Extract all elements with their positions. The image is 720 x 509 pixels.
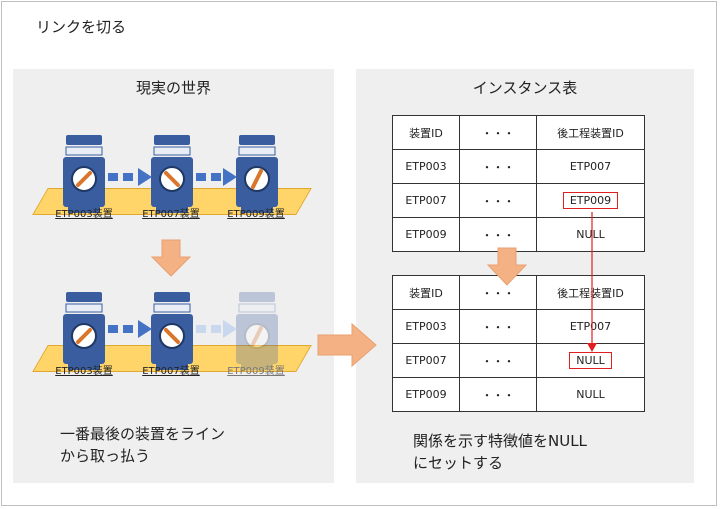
- real-world-panel: 現実の世界: [13, 69, 334, 483]
- cell-next-device-id: ETP009: [536, 183, 645, 218]
- cell-device-id: ETP009: [392, 377, 460, 412]
- broken-link-arrow: [196, 325, 225, 333]
- device-etp003-icon: [63, 135, 105, 213]
- header-device-id: 装置ID: [392, 275, 460, 310]
- header-ellipsis: ・・・: [459, 115, 537, 150]
- real-world-caption: 一番最後の装置をライン から取っ払う: [60, 423, 225, 467]
- highlighted-value: ETP009: [562, 192, 619, 209]
- cell-device-id: ETP003: [392, 309, 460, 344]
- link-arrow-1-head: [138, 168, 152, 186]
- real-world-caption-line2: から取っ払う: [60, 447, 151, 465]
- instance-table-before: 装置ID ・・・ 後工程装置ID ETP003 ・・・ ETP007 ETP00…: [392, 115, 645, 252]
- cell-ellipsis: ・・・: [459, 309, 537, 344]
- header-device-id: 装置ID: [392, 115, 460, 150]
- cell-ellipsis: ・・・: [459, 149, 537, 184]
- link-arrow-2-head: [223, 168, 237, 186]
- real-world-title: 現実の世界: [135, 79, 211, 97]
- device-label-top-2: ETP007装置: [142, 209, 200, 220]
- cell-next-device-id: ETP007: [536, 149, 645, 184]
- cell-device-id: ETP009: [392, 217, 460, 252]
- broken-link-arrow-head: [223, 320, 237, 338]
- instance-caption-line2: にセットする: [413, 454, 504, 472]
- device-label-bottom-3: ETP009装置: [227, 366, 285, 377]
- instance-table-title: インスタンス表: [472, 79, 578, 97]
- table-row: ETP003 ・・・ ETP007: [392, 149, 645, 184]
- cell-device-id: ETP007: [392, 343, 460, 378]
- instance-caption-line1: 関係を示す特徴値をNULL: [413, 432, 587, 450]
- device-etp003-icon: [63, 292, 105, 370]
- cell-next-device-id: NULL: [536, 343, 645, 378]
- table-row: ETP007 ・・・ NULL: [392, 343, 645, 378]
- link-arrow-3: [108, 325, 140, 333]
- table-row: ETP009 ・・・ NULL: [392, 377, 645, 412]
- cell-device-id: ETP003: [392, 149, 460, 184]
- cell-ellipsis: ・・・: [459, 343, 537, 378]
- device-label-bottom-2: ETP007装置: [142, 366, 200, 377]
- link-arrow-1: [108, 173, 140, 181]
- removed-device-etp009-icon: [236, 292, 278, 370]
- link-arrow-2: [196, 173, 225, 181]
- device-etp007-icon: [151, 135, 193, 213]
- table-row: ETP009 ・・・ NULL: [392, 217, 645, 252]
- highlighted-value: NULL: [569, 352, 612, 369]
- diagram-title: リンクを切る: [36, 18, 127, 36]
- device-label-bottom-1: ETP003装置: [55, 366, 113, 377]
- cell-ellipsis: ・・・: [459, 183, 537, 218]
- table-row: ETP007 ・・・ ETP009: [392, 183, 645, 218]
- instance-table-after: 装置ID ・・・ 後工程装置ID ETP003 ・・・ ETP007 ETP00…: [392, 275, 645, 412]
- table-header-row: 装置ID ・・・ 後工程装置ID: [392, 115, 645, 150]
- header-next-device-id: 後工程装置ID: [536, 115, 645, 150]
- cell-next-device-id: NULL: [536, 217, 645, 252]
- instance-caption: 関係を示す特徴値をNULL にセットする: [413, 430, 587, 474]
- cell-ellipsis: ・・・: [459, 217, 537, 252]
- device-etp009-icon: [236, 135, 278, 213]
- device-etp007-icon: [151, 292, 193, 370]
- header-ellipsis: ・・・: [459, 275, 537, 310]
- cell-ellipsis: ・・・: [459, 377, 537, 412]
- cell-device-id: ETP007: [392, 183, 460, 218]
- table-row: ETP003 ・・・ ETP007: [392, 309, 645, 344]
- link-arrow-3-head: [138, 320, 152, 338]
- device-label-top-3: ETP009装置: [227, 209, 285, 220]
- table-header-row: 装置ID ・・・ 後工程装置ID: [392, 275, 645, 310]
- real-world-caption-line1: 一番最後の装置をライン: [60, 425, 226, 443]
- header-next-device-id: 後工程装置ID: [536, 275, 645, 310]
- device-label-top-1: ETP003装置: [55, 209, 113, 220]
- cell-next-device-id: ETP007: [536, 309, 645, 344]
- cell-next-device-id: NULL: [536, 377, 645, 412]
